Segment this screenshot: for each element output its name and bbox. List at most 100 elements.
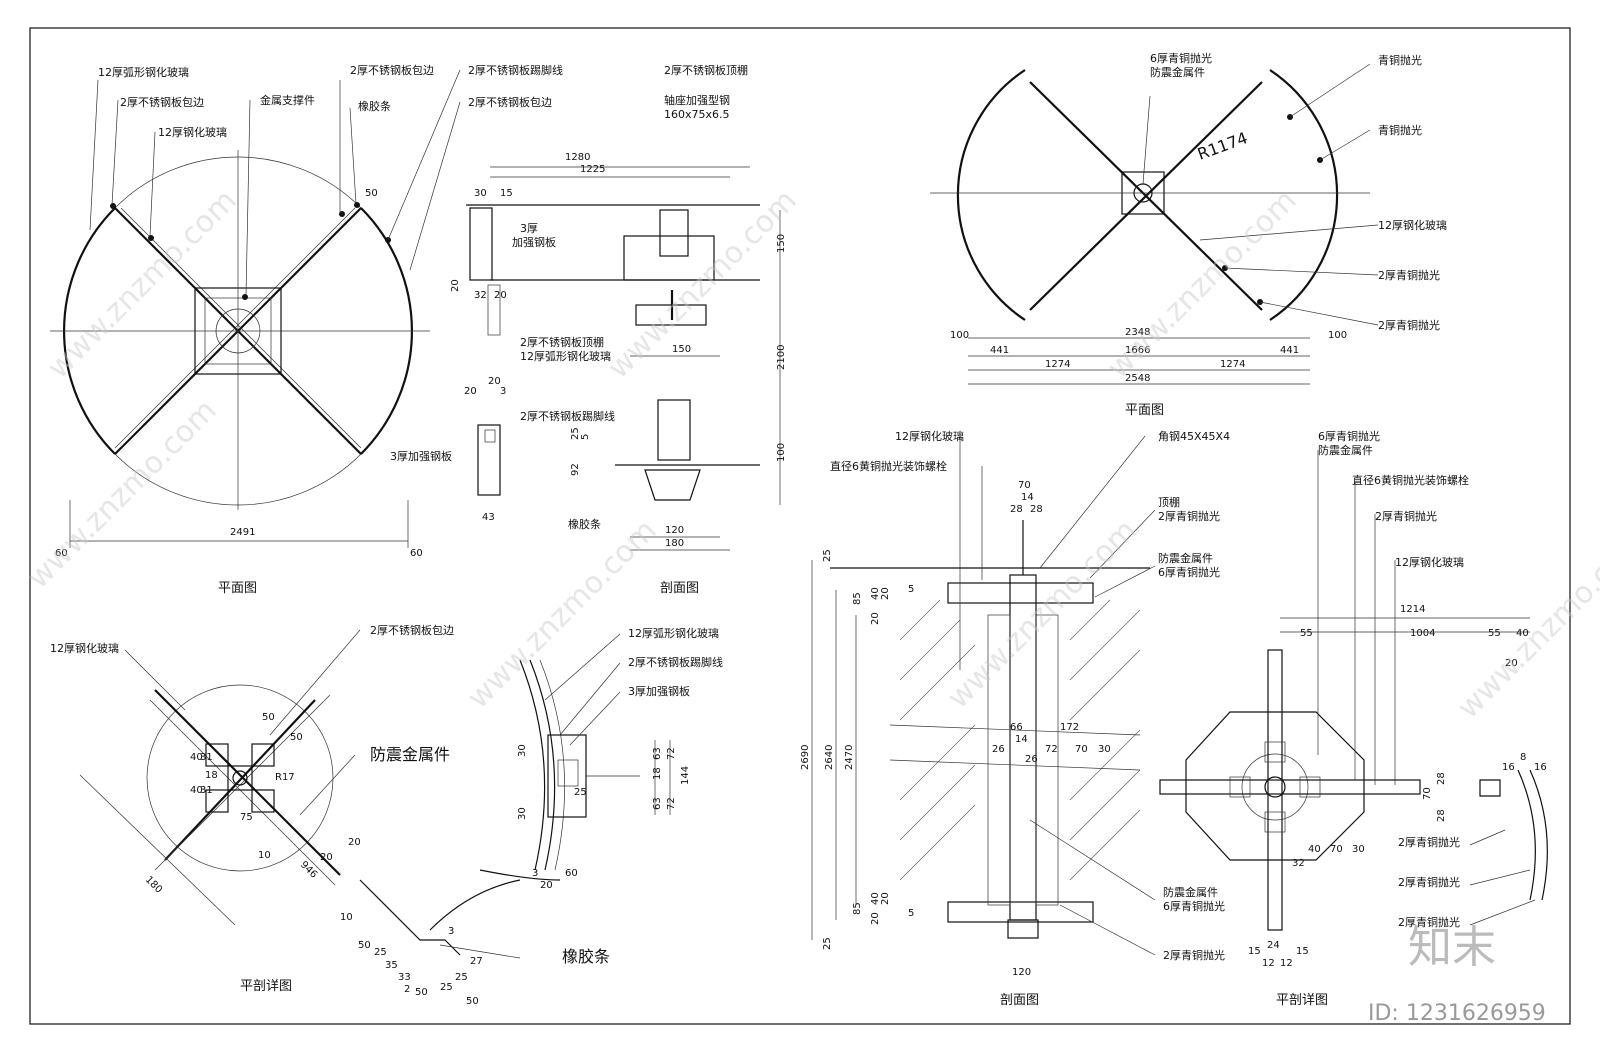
- center-pin: [1264, 776, 1286, 798]
- label-bronze-6: 6厚青铜抛光: [1318, 429, 1380, 443]
- panel6-title: 剖面图: [1000, 993, 1039, 1008]
- watermark-site-7: www.znzmo.com: [1451, 523, 1600, 726]
- d120: 120: [1012, 967, 1031, 978]
- label-bronze-2c: 2厚青铜抛光: [1398, 875, 1460, 889]
- label-bronze-2: 青铜抛光: [1378, 123, 1422, 137]
- d16b: 16: [1534, 762, 1547, 773]
- watermark-id: ID: 1231626959: [1368, 1001, 1546, 1026]
- d30: 30: [517, 744, 528, 757]
- d28: 28: [1010, 504, 1023, 515]
- d28: 28: [1436, 772, 1447, 785]
- label-ceiling-2: 2厚不锈钢板顶棚: [520, 335, 604, 349]
- dim-150: 150: [776, 234, 787, 253]
- clip-w: [1229, 776, 1251, 798]
- leader: [1259, 301, 1379, 326]
- d25b: 25: [822, 937, 833, 950]
- label-glass: 12厚钢化玻璃: [895, 429, 964, 443]
- kick-notch: [557, 759, 579, 787]
- d20d: 20: [880, 892, 891, 905]
- leader: [1094, 565, 1156, 598]
- d26: 26: [992, 744, 1005, 755]
- label-r17: R17: [275, 772, 295, 783]
- d25: 25: [374, 947, 387, 958]
- label-rubber: 橡胶条: [562, 947, 610, 966]
- d10b: 10: [340, 912, 353, 923]
- leader: [1469, 869, 1531, 886]
- dim-32: 32: [474, 290, 487, 301]
- leader: [124, 649, 186, 711]
- clip-4: [251, 789, 275, 813]
- dim-25: 25: [570, 427, 581, 440]
- bottom-pin: [1007, 919, 1039, 939]
- d5: 5: [908, 584, 914, 595]
- leader: [111, 99, 119, 206]
- leader: [569, 691, 621, 746]
- label-curved-glass: 12厚弧形钢化玻璃: [520, 349, 611, 363]
- label-glass: 12厚钢化玻璃: [50, 641, 119, 655]
- leader: [1059, 904, 1156, 956]
- d70: 70: [1018, 480, 1031, 491]
- d27: 27: [470, 956, 483, 967]
- leader: [1089, 509, 1156, 579]
- break-line-2: [889, 759, 1141, 771]
- kick-plate: [477, 424, 501, 496]
- d55: 55: [1300, 628, 1313, 639]
- break-line-1: [889, 724, 1141, 736]
- dim-441-left: 441: [990, 345, 1009, 356]
- label-angle: 角钢45X45X4: [1158, 430, 1230, 443]
- panel3-title: 平面图: [1125, 403, 1164, 418]
- label-ss-edge: 2厚不锈钢板包边: [370, 623, 454, 637]
- center-hub: [227, 765, 253, 791]
- d12b: 12: [1280, 958, 1293, 969]
- dim-left: 60: [55, 548, 68, 559]
- dim-2548: 2548: [1125, 373, 1150, 384]
- panel4-detail: 50 50 40 31 18 40 31 75 180 946 20 20 10…: [50, 623, 521, 1007]
- fitting-disc: [146, 684, 334, 872]
- panel1-title: 平面图: [218, 581, 257, 596]
- d30b: 30: [517, 807, 528, 820]
- bearing-housing: [623, 235, 715, 281]
- label-reinforce: 3厚加强钢板: [390, 449, 452, 463]
- dim-100-right: 100: [1328, 330, 1347, 341]
- clip-s: [1264, 811, 1286, 833]
- label-bronze-6: 6厚青铜抛光: [1150, 51, 1212, 65]
- leader: [89, 79, 99, 231]
- panel4-title: 平剖详图: [240, 979, 292, 994]
- d1004: 1004: [1410, 628, 1435, 639]
- leader: [1039, 435, 1146, 569]
- d31: 31: [200, 752, 213, 763]
- label-bronze-6: 6厚青铜抛光: [1158, 565, 1220, 579]
- glass-diag-2b: [154, 694, 331, 871]
- panel2-section: 1280 1225 30 15 150 2100 100 20 32 20 15…: [390, 63, 787, 596]
- leader: [1029, 819, 1156, 901]
- watermark-site-6: www.znzmo.com: [941, 513, 1144, 716]
- d20b: 20: [320, 852, 333, 863]
- dim-30: 30: [474, 188, 487, 199]
- clip-2: [251, 743, 275, 767]
- d3: 3: [448, 926, 454, 937]
- d85: 85: [852, 592, 863, 605]
- d70b: 70: [1075, 744, 1088, 755]
- dim-2348: 2348: [1125, 327, 1150, 338]
- label-bolt: 直径6黄铜抛光装饰螺栓: [830, 459, 947, 473]
- leader: [1289, 63, 1371, 118]
- dim-2100: 2100: [776, 345, 787, 370]
- label-bronze-6b: 6厚青铜抛光: [1163, 899, 1225, 913]
- d25: 25: [822, 549, 833, 562]
- dim-diag: [79, 774, 236, 926]
- d63b: 63: [652, 797, 663, 810]
- d1214: 1214: [1400, 604, 1425, 615]
- leader: [439, 944, 521, 959]
- d40b: 40: [870, 892, 881, 905]
- d15b: 15: [1296, 946, 1309, 957]
- end-cap: [1479, 779, 1501, 797]
- d50b: 50: [290, 732, 303, 743]
- dim-width: 2491: [230, 527, 255, 538]
- clip-n: [1264, 741, 1286, 763]
- leader: [544, 633, 621, 701]
- label-ceiling: 2厚不锈钢板顶棚: [664, 63, 748, 77]
- d20b: 20: [870, 612, 881, 625]
- d2470: 2470: [844, 745, 855, 770]
- label-support: 金属支撑件: [260, 93, 315, 107]
- leader: [1142, 95, 1151, 185]
